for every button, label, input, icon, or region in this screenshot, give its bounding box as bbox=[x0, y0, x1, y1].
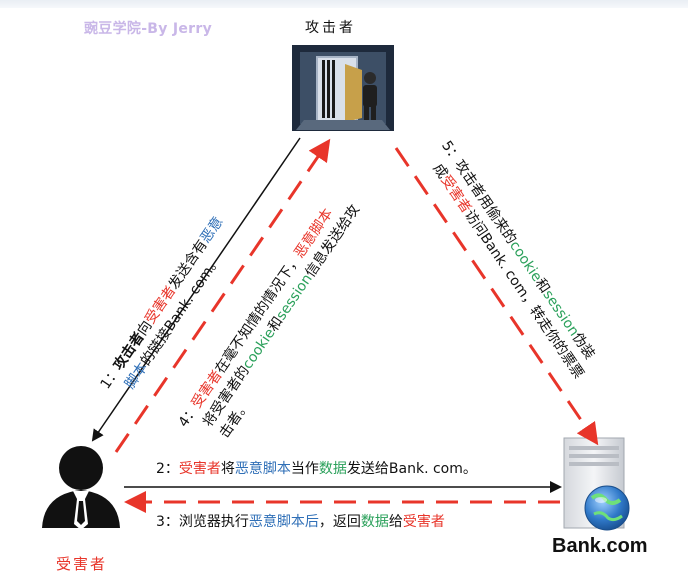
step3-text: 3：浏览器执行恶意脚本后，返回数据给受害者 bbox=[156, 514, 445, 530]
attacker-icon bbox=[292, 45, 394, 131]
attacker-label: 攻击者 bbox=[305, 20, 356, 36]
step5-arrow bbox=[394, 147, 599, 446]
step1-arrow bbox=[91, 137, 301, 442]
top-bar bbox=[0, 0, 688, 8]
watermark: 豌豆学院-By Jerry bbox=[84, 21, 213, 37]
victim-icon bbox=[42, 446, 120, 530]
victim-label: 受害者 bbox=[56, 555, 108, 573]
bank-label: Bank.com bbox=[552, 535, 648, 557]
step4-arrow bbox=[114, 138, 331, 453]
step2-text: 2：受害者将恶意脚本当作数据发送给Bank. com。 bbox=[156, 461, 477, 477]
bank-server-icon bbox=[563, 437, 630, 531]
